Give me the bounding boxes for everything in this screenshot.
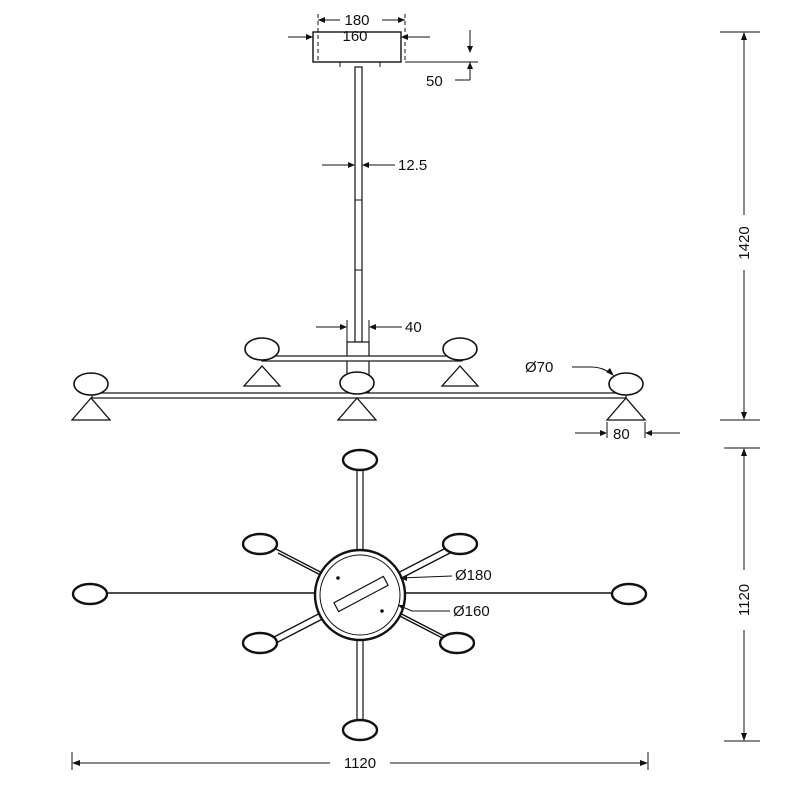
arrow-head xyxy=(318,17,325,23)
arrow-head xyxy=(645,430,652,436)
shade-cone xyxy=(336,397,378,421)
plan-canopy-inner-label: Ø160 xyxy=(453,603,490,620)
dimension-canopy-height: 50 xyxy=(405,30,478,90)
arrow-head xyxy=(741,448,747,456)
glass-globe xyxy=(73,372,109,396)
plan-canopy-outer-label: Ø180 xyxy=(455,567,492,584)
plan-view: Ø180 Ø160 1120 1120 xyxy=(71,447,760,772)
arrow-head xyxy=(362,162,369,168)
screw-hole xyxy=(336,576,340,580)
shade-cone xyxy=(242,365,282,387)
upper-arm xyxy=(261,355,463,362)
arrow-head xyxy=(369,324,376,330)
dimension-canopy-outer: 180 xyxy=(318,12,405,29)
arrow-head xyxy=(306,34,313,40)
dimension-plan-canopy-outer: Ø180 xyxy=(399,567,492,584)
arrow-head xyxy=(401,34,408,40)
arrow-head xyxy=(340,324,347,330)
arrow-head xyxy=(741,733,747,741)
plan-globe-upper-left xyxy=(241,532,279,556)
dimension-plan-width: 1120 xyxy=(71,752,649,772)
glass-globe xyxy=(339,371,375,395)
globe-upper-right xyxy=(440,337,480,387)
plan-globe-top xyxy=(341,448,379,472)
arrow-head xyxy=(467,46,473,53)
plan-globe-bottom xyxy=(341,718,379,742)
plan-globe-lower-right xyxy=(438,631,476,655)
glass-globe xyxy=(442,337,478,361)
mounting-bracket xyxy=(333,575,389,613)
arrow-head xyxy=(640,760,648,766)
plan-globe-lower-left xyxy=(241,631,279,655)
glass-globe xyxy=(608,372,644,396)
globe-diameter-label: Ø70 xyxy=(525,359,553,376)
plan-depth-label: 1120 xyxy=(736,584,753,616)
canopy-inner-width-label: 160 xyxy=(342,28,367,45)
dimension-shade-width: 80 xyxy=(575,422,680,443)
arrow-head xyxy=(467,62,473,69)
dimension-total-height: 1420 xyxy=(720,31,760,421)
dimension-plan-canopy-inner: Ø160 xyxy=(397,603,490,620)
arrow-head xyxy=(398,17,405,23)
plan-width-label: 1120 xyxy=(344,755,376,772)
dimension-plan-depth: 1120 xyxy=(724,447,760,742)
screw-hole xyxy=(380,609,384,613)
dimension-rod-diameter: 12.5 xyxy=(322,157,427,174)
arrow-head xyxy=(606,368,614,376)
globe-upper-left xyxy=(242,337,282,387)
hub-width-label: 40 xyxy=(405,319,422,336)
plan-globe-upper-right xyxy=(441,532,479,556)
dimension-globe-diameter: Ø70 xyxy=(525,359,614,376)
canopy-height-label: 50 xyxy=(426,73,443,90)
arrow-head xyxy=(600,430,607,436)
plan-globe-right xyxy=(610,582,648,606)
total-height-label: 1420 xyxy=(736,226,753,259)
arrow-head xyxy=(400,575,407,581)
canopy-inner-circle xyxy=(319,554,401,636)
downrod xyxy=(354,66,363,343)
elevation-view: 180 160 50 xyxy=(70,12,760,443)
upper-arm-bar xyxy=(261,355,463,362)
shade-width-label: 80 xyxy=(613,426,630,443)
shade-cone xyxy=(440,365,480,387)
arrow-head xyxy=(72,760,80,766)
arrow-head xyxy=(398,605,405,610)
plan-globe-left xyxy=(71,582,109,606)
arrow-head xyxy=(741,412,747,420)
dimension-hub-width: 40 xyxy=(316,319,422,345)
glass-globe xyxy=(244,337,280,361)
globe-lower-left xyxy=(70,372,112,421)
dimension-canopy-inner: 160 xyxy=(288,28,430,45)
globe-lower-right xyxy=(605,372,647,421)
downrod-tube xyxy=(354,66,363,343)
plan-canopy xyxy=(313,548,407,642)
rod-diameter-label: 12.5 xyxy=(398,157,427,174)
globe-lower-center xyxy=(336,371,378,421)
arrow-head xyxy=(741,32,747,40)
shade-cone xyxy=(70,397,112,421)
shade-cone xyxy=(605,397,647,421)
canopy-outer-width-label: 180 xyxy=(344,12,369,29)
arrow-head xyxy=(348,162,355,168)
